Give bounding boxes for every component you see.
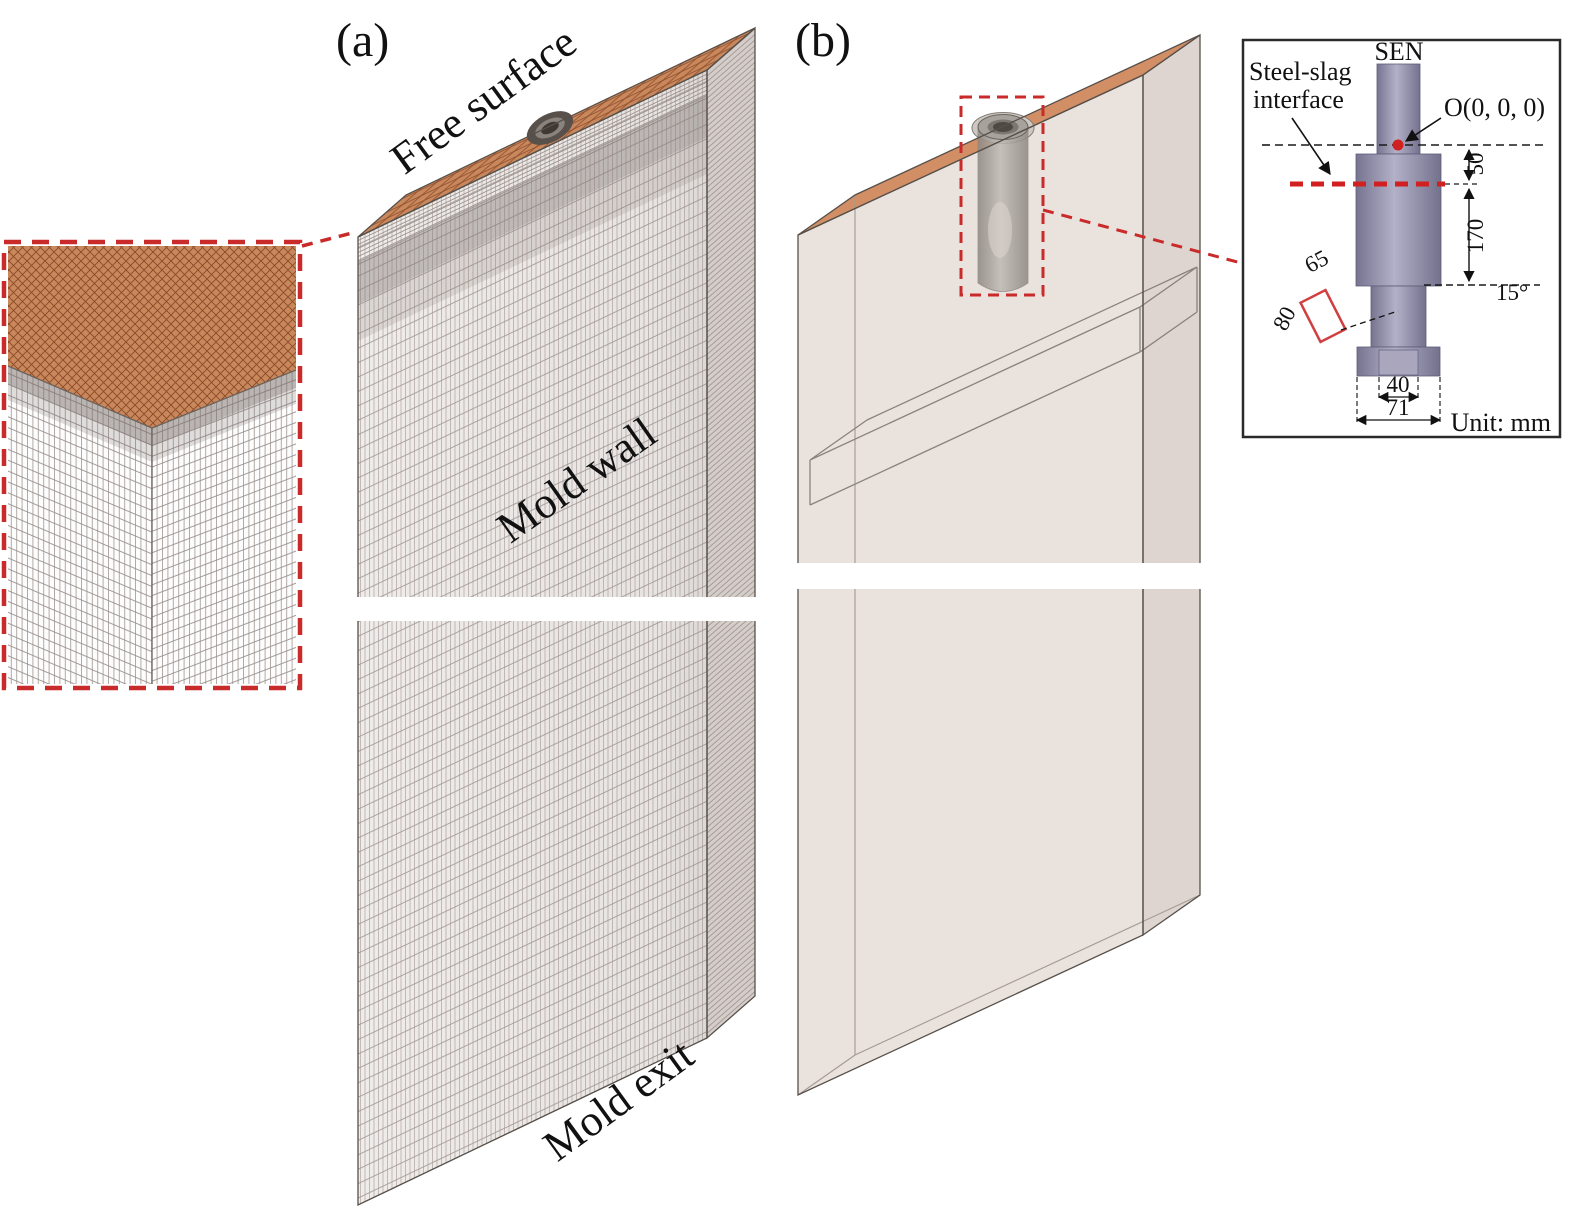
panel-a-mesh bbox=[350, 26, 770, 1207]
sample-region-box bbox=[1298, 288, 1348, 344]
interface-label-line1: Steel-slag bbox=[1249, 57, 1352, 86]
mold-front-face-shade bbox=[358, 70, 707, 1205]
panel-b-label: (b) bbox=[795, 14, 851, 67]
dim-71-label: 71 bbox=[1387, 395, 1410, 420]
panel-b-domain bbox=[794, 33, 1208, 1097]
bottom-extension-lines bbox=[1356, 377, 1441, 424]
left-zoom-inset bbox=[1, 239, 303, 691]
figure-break-gap-a bbox=[350, 597, 770, 621]
port-angle-label: 15° bbox=[1496, 280, 1528, 305]
sample-leader-line bbox=[1340, 310, 1399, 331]
panel-a-label: (a) bbox=[336, 14, 389, 67]
domain-side-outline bbox=[1142, 33, 1201, 937]
interface-label-line2: interface bbox=[1253, 85, 1344, 114]
zoom-corner-edges bbox=[7, 365, 297, 684]
mold-side-outline bbox=[706, 26, 756, 1040]
sen-neck bbox=[1370, 285, 1427, 348]
dim-40-label: 40 bbox=[1387, 372, 1410, 397]
origin-leader-arrow bbox=[1404, 117, 1442, 142]
origin-label: O(0, 0, 0) bbox=[1444, 93, 1545, 122]
zoom-left-face-hlines bbox=[8, 366, 152, 684]
unit-label: Unit: mm bbox=[1451, 408, 1551, 437]
sen-highlight-box bbox=[959, 95, 1045, 297]
zoom-free-surface-mesh bbox=[8, 246, 296, 428]
figure-break-gap-b bbox=[794, 563, 1208, 589]
dim-170-label: 170 bbox=[1463, 219, 1488, 254]
zoom-connector-line-b bbox=[1042, 208, 1242, 265]
dim-50-label: 50 bbox=[1463, 153, 1488, 176]
sen-outlet-port bbox=[1378, 349, 1419, 376]
zoom-right-face-hlines bbox=[152, 370, 296, 684]
mold-side-face-mesh bbox=[707, 28, 755, 1038]
origin-point bbox=[1392, 139, 1404, 151]
domain-side-face bbox=[1143, 35, 1200, 935]
sen-nozzle-inner-hint bbox=[988, 202, 1012, 258]
interface-leader-arrow bbox=[1291, 117, 1331, 176]
zoom-connector-line-a bbox=[301, 230, 357, 248]
sen-hole-bore bbox=[541, 121, 559, 135]
sen-detail-inset: SEN Steel-slag interface O(0, 0, 0) 50 1… bbox=[1241, 37, 1562, 439]
refined-zone-outline bbox=[809, 266, 1198, 506]
sen-title: SEN bbox=[1374, 37, 1423, 66]
sen-barrel bbox=[1355, 153, 1442, 287]
